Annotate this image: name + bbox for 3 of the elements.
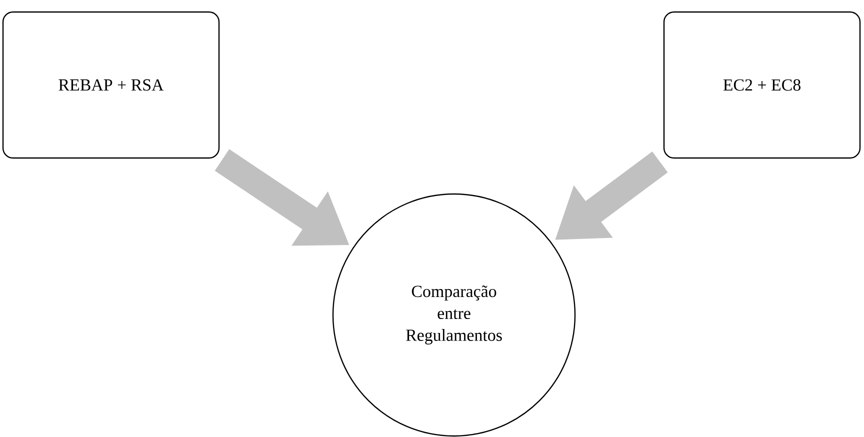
process-box: EC2 + EC8 (663, 11, 861, 159)
circle-node: Comparação entre Regulamentos (332, 193, 576, 437)
process-box: REBAP + RSA (2, 11, 220, 159)
